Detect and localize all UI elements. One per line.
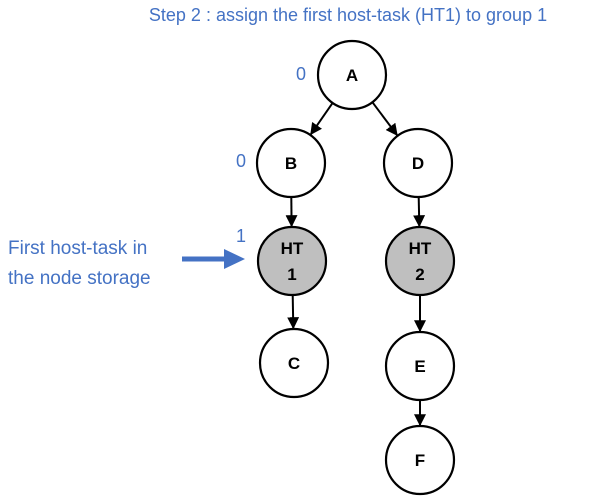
node-label-C: C <box>288 354 300 373</box>
edge-A-D <box>371 101 398 136</box>
node-circle-B <box>255 127 327 199</box>
node-label-HT1-2: 1 <box>287 265 296 284</box>
side-label-line1: First host-task in <box>8 238 147 259</box>
node-A: A <box>316 39 388 111</box>
pointer-arrow <box>182 249 245 269</box>
node-C: C <box>258 327 330 399</box>
node-HT2: HT 2 <box>384 225 456 297</box>
node-F: F <box>384 424 456 496</box>
group-label-A: 0 <box>296 64 306 84</box>
node-label-E: E <box>414 357 425 376</box>
node-circle-A <box>316 39 388 111</box>
node-label-HT2-2: 2 <box>415 265 424 284</box>
edge-D-HT2 <box>413 196 426 228</box>
group-label-HT1: 1 <box>236 226 246 246</box>
edges-group <box>285 101 426 427</box>
node-circle-F <box>384 424 456 496</box>
node-circle-E <box>384 330 456 402</box>
diagram-title: Step 2 : assign the first host-task (HT1… <box>149 5 547 25</box>
node-label-B: B <box>285 154 297 173</box>
node-label-F: F <box>415 451 425 470</box>
node-D: D <box>382 127 454 199</box>
edge-HT1-C <box>287 294 300 330</box>
side-label-line2: the node storage <box>8 268 151 289</box>
node-label-HT1-1: HT <box>281 239 304 258</box>
group-label-B: 0 <box>236 151 246 171</box>
node-B: B <box>255 127 327 199</box>
node-label-D: D <box>412 154 424 173</box>
node-circle-HT1 <box>256 225 328 297</box>
node-label-A: A <box>346 66 358 85</box>
nodes-group: A B D HT 1 HT 2C E F <box>255 39 456 496</box>
node-circle-D <box>382 127 454 199</box>
node-circle-HT2 <box>384 225 456 297</box>
node-HT1: HT 1 <box>256 225 328 297</box>
node-label-HT2-1: HT <box>409 239 432 258</box>
node-E: E <box>384 330 456 402</box>
edge-A-B <box>310 102 334 136</box>
node-circle-C <box>258 327 330 399</box>
